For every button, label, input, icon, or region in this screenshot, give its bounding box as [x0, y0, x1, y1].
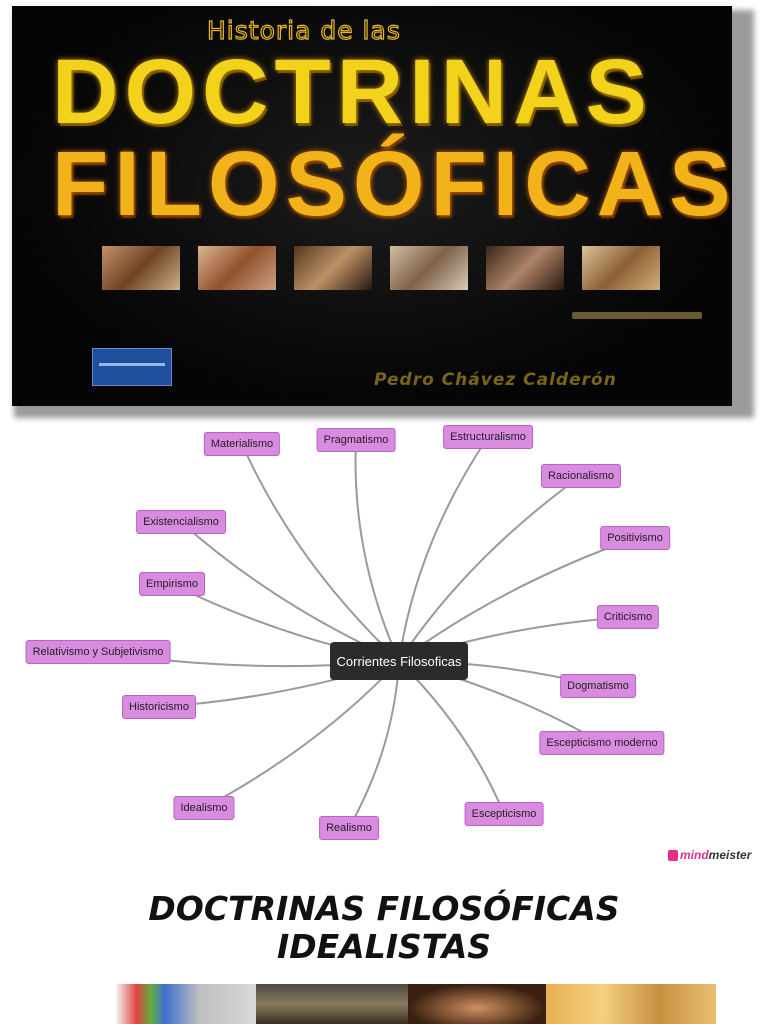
book-cover-section: Historia de las DOCTRINAS FILOSÓFICAS Pe… — [0, 0, 768, 425]
edition-label — [572, 312, 702, 319]
mind-map-node-escepticismo: Escepticismo — [464, 802, 544, 826]
philosopher-portrait — [486, 246, 564, 290]
philosopher-portrait — [390, 246, 468, 290]
connector-pragmatismo — [354, 439, 400, 662]
mind-map-center-node: Corrientes Filosoficas — [330, 642, 468, 680]
book-cover: Historia de las DOCTRINAS FILOSÓFICAS Pe… — [12, 6, 732, 406]
mind-map-node-materialismo: Materialismo — [203, 432, 281, 456]
strip-image — [546, 984, 716, 1024]
connector-estructuralismo — [398, 436, 489, 662]
cover-subtitle: Historia de las — [206, 15, 401, 45]
mind-map-node-pragmatismo: Pragmatismo — [316, 428, 396, 452]
connector-realismo — [348, 660, 400, 829]
connector-racionalismo — [398, 475, 582, 662]
mindmeister-logo: mindmeister — [668, 848, 751, 862]
heading-line1: DOCTRINAS FILOSÓFICAS — [148, 889, 620, 928]
mind-map-node-positivismo: Positivismo — [600, 526, 670, 550]
mind-map-node-existencialismo: Existencialismo — [136, 510, 226, 534]
philosopher-portrait — [582, 246, 660, 290]
connector-escepticismo — [398, 660, 505, 815]
mind-map-node-realismo: Realismo — [319, 816, 379, 840]
philosopher-portrait — [198, 246, 276, 290]
philosopher-portrait — [294, 246, 372, 290]
cover-author: Pedro Chávez Calderón — [374, 370, 617, 390]
philosopher-image-strip — [116, 984, 716, 1024]
mind-map-node-relativismo: Relativismo y Subjetivismo — [25, 640, 171, 664]
strip-image — [256, 984, 408, 1024]
mind-map-node-escepticismo-moderno: Escepticismo moderno — [539, 731, 665, 755]
connector-materialismo — [241, 443, 400, 662]
mind-map-node-criticismo: Criticismo — [596, 605, 660, 629]
strip-image — [408, 984, 546, 1024]
mind-map-node-idealismo: Idealismo — [173, 796, 235, 820]
mind-map: Corrientes Filosoficas Materialismo Pragm… — [0, 425, 768, 865]
logo-part1: mind — [680, 848, 709, 862]
mind-map-node-dogmatismo: Dogmatismo — [560, 674, 636, 698]
mind-map-node-estructuralismo: Estructuralismo — [443, 425, 533, 449]
heading-line2: IDEALISTAS — [276, 927, 492, 966]
mind-map-node-historicismo: Historicismo — [122, 695, 196, 719]
cover-portraits — [102, 246, 682, 290]
strip-image — [116, 984, 256, 1024]
cover-title-line2: FILOSÓFICAS — [52, 133, 732, 235]
philosopher-portrait — [102, 246, 180, 290]
publisher-logo — [92, 348, 172, 386]
connector-existencialismo — [180, 521, 400, 662]
section-heading: DOCTRINAS FILOSÓFICAS IDEALISTAS — [0, 890, 768, 966]
cover-title-line1: DOCTRINAS — [52, 41, 653, 143]
logo-part2: meister — [708, 848, 752, 862]
mind-map-node-racionalismo: Racionalismo — [540, 464, 622, 488]
mind-map-node-empirismo: Empirismo — [139, 572, 205, 596]
mindmeister-icon — [668, 849, 678, 861]
connector-idealismo — [203, 660, 400, 809]
